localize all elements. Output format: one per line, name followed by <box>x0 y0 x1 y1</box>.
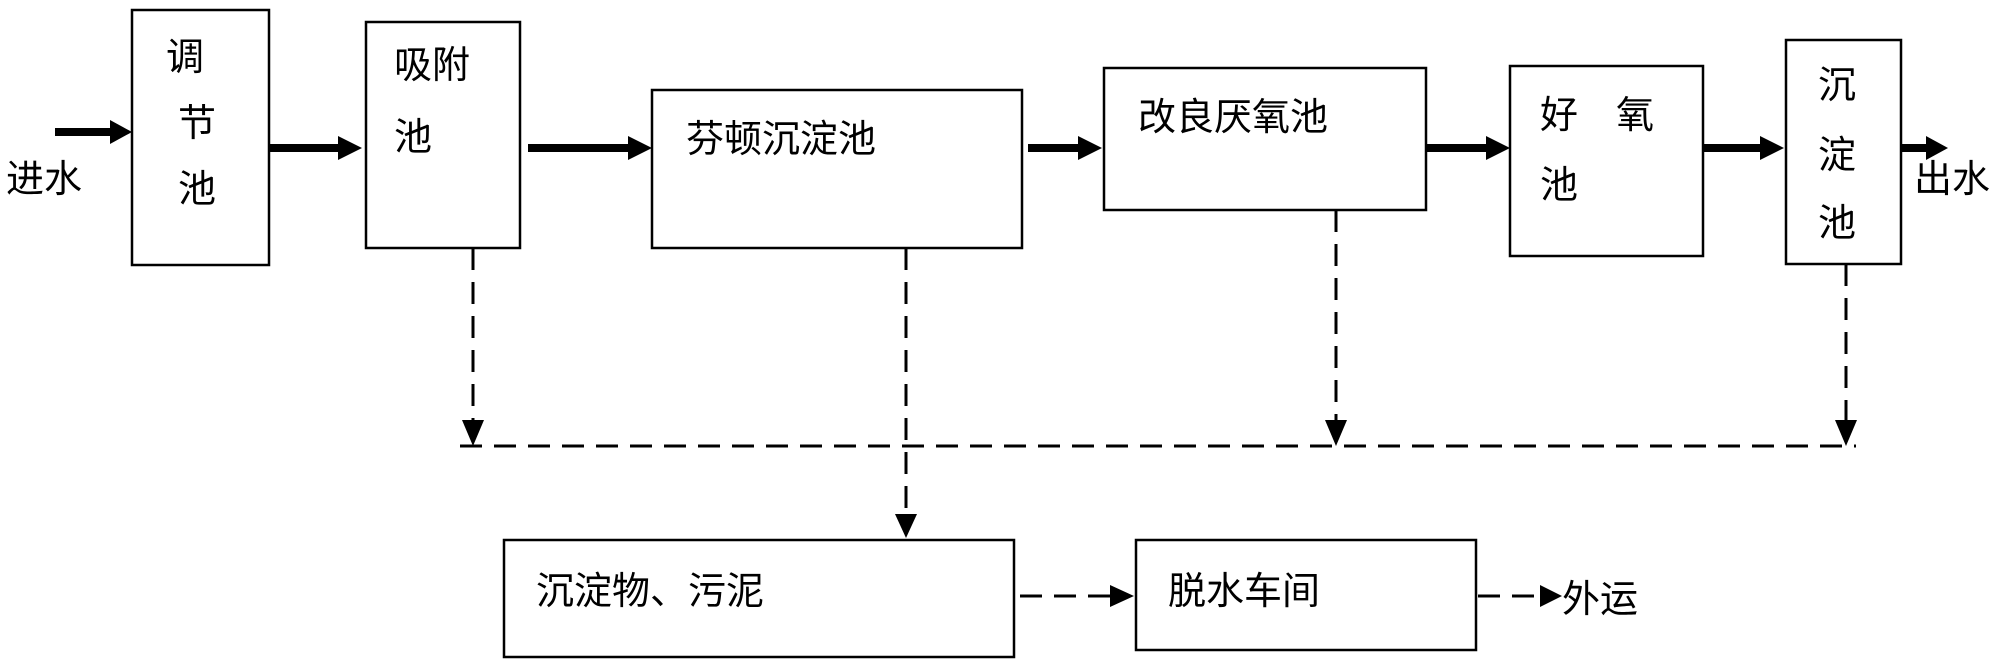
sludge-arrowhead-settling <box>1835 420 1857 446</box>
modified-anaerobic-tank-label: 改良厌氧池 <box>1138 95 1328 139</box>
modified-anaerobic-tank <box>1102 66 1428 212</box>
arrow-anaerobic-to-aerobic-head <box>1486 136 1510 160</box>
sludge-arrowhead-anaerobic <box>1325 420 1347 446</box>
settling-tank-label-2: 淀 <box>1818 133 1856 177</box>
adsorption-tank <box>364 20 522 250</box>
equalization-tank-label-1: 调 <box>166 35 204 79</box>
arrow-sludge-to-dewatering-head <box>1110 585 1134 607</box>
outflow-arrow-head <box>1926 136 1948 160</box>
inflow-arrow-head <box>110 120 132 144</box>
transport-label: 外运 <box>1562 577 1638 621</box>
arrow-aerobic-to-settling-head <box>1760 136 1784 160</box>
arrow-fenton-to-anaerobic-head <box>1078 136 1102 160</box>
settling-tank <box>1784 38 1903 266</box>
arrow-equalization-to-adsorption-head <box>338 136 362 160</box>
arrow-adsorption-to-fenton-head <box>628 136 652 160</box>
aerobic-tank <box>1508 64 1705 258</box>
settling-tank-label-3: 池 <box>1818 201 1856 245</box>
outflow-label: 出水 <box>1914 157 1990 201</box>
sludge-box <box>502 538 1016 659</box>
dewatering-workshop <box>1134 538 1478 652</box>
adsorption-tank-label-2: 池 <box>394 115 432 159</box>
fenton-settling-tank <box>650 88 1024 250</box>
equalization-tank-label-3: 池 <box>178 167 216 211</box>
sludge-box-label: 沉淀物、污泥 <box>536 569 764 613</box>
arrow-dewatering-to-transport-head <box>1540 585 1562 607</box>
aerobic-tank-label-1: 好 氧 <box>1540 93 1654 137</box>
equalization-tank-label-2: 节 <box>178 101 216 145</box>
fenton-settling-tank-label: 芬顿沉淀池 <box>686 117 876 161</box>
equalization-tank <box>130 8 271 267</box>
adsorption-tank-label-1: 吸附 <box>394 43 470 87</box>
sludge-arrowhead-adsorption <box>462 420 484 446</box>
inflow-label: 进水 <box>6 157 82 201</box>
dewatering-workshop-label: 脱水车间 <box>1168 569 1320 613</box>
aerobic-tank-label-2: 池 <box>1540 163 1578 207</box>
sludge-arrowhead-fenton <box>895 514 917 538</box>
settling-tank-label-1: 沉 <box>1818 63 1856 107</box>
